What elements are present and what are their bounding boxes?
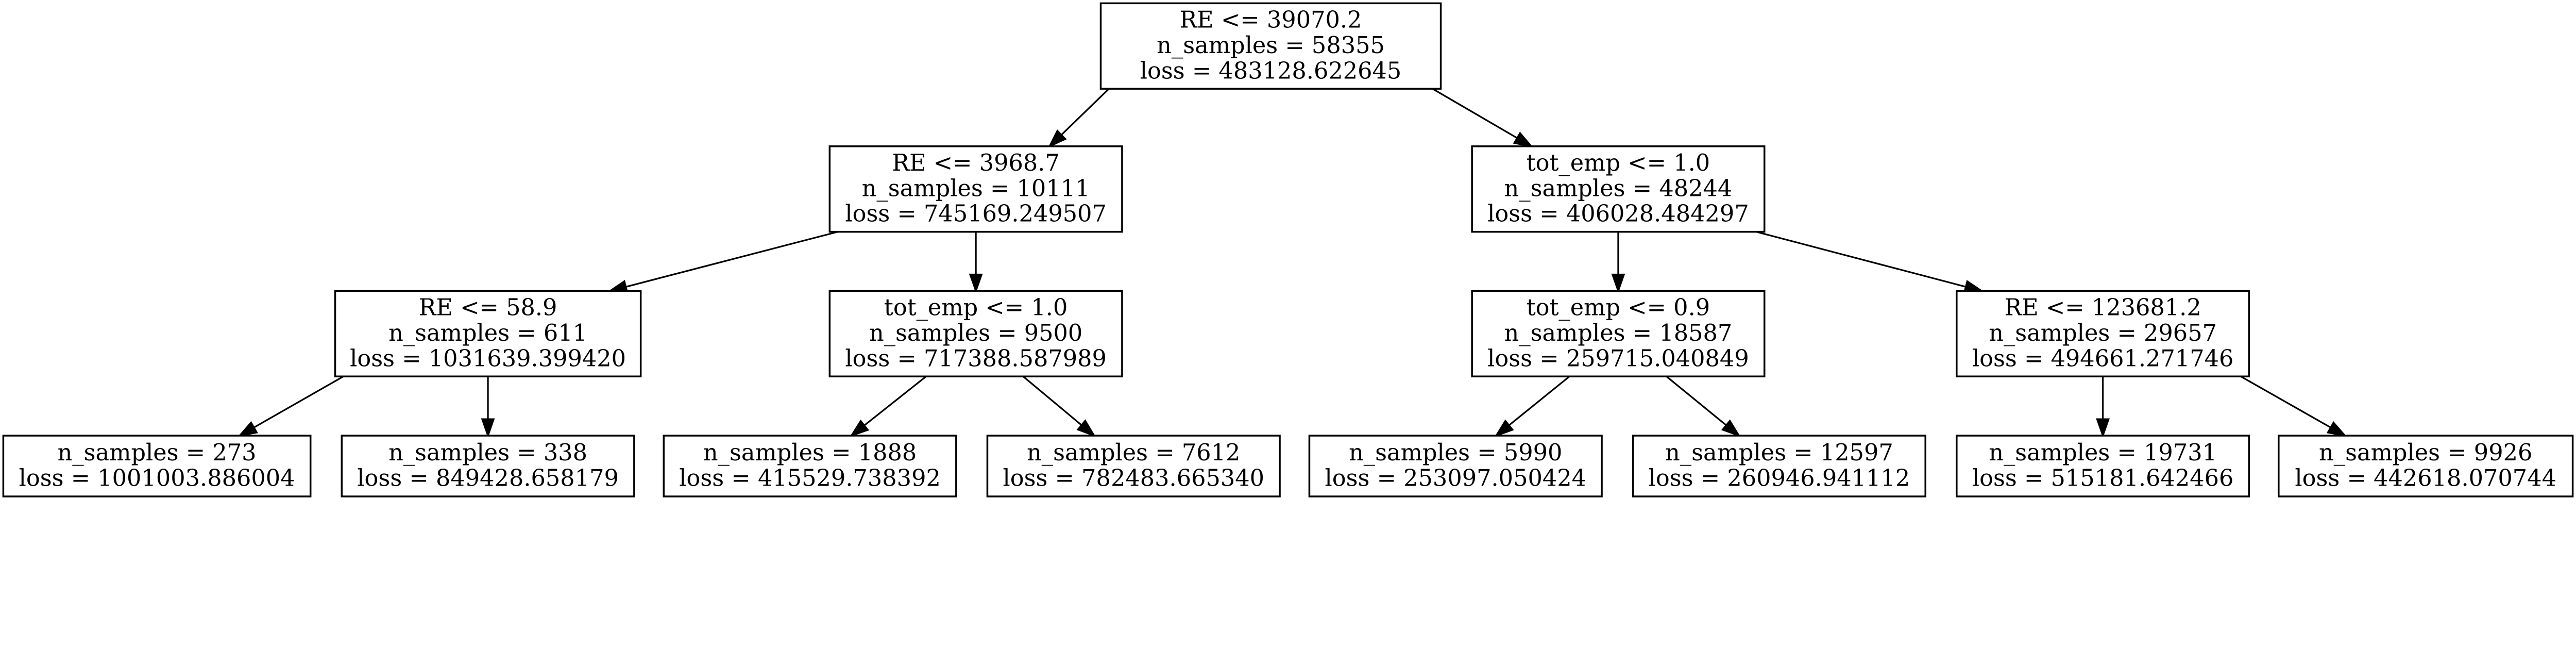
node-box [2,435,312,497]
node-box [1632,435,1926,497]
edge-line [1508,375,1570,426]
node-samples: n_samples = 9500 [869,320,1082,346]
node-loss: loss = 260946.941112 [1649,464,1910,491]
arrowhead-icon [1047,129,1067,148]
node-box [828,290,1123,377]
arrowhead-icon [1494,419,1514,438]
arrowhead-icon [2096,418,2110,438]
arrowhead-icon [1611,273,1625,294]
node-samples: n_samples = 29657 [1989,320,2217,346]
node-samples: n_samples = 58355 [1157,32,1385,59]
node-box [828,145,1123,233]
node-samples: n_samples = 18587 [1504,320,1733,346]
arrowhead-icon [969,273,983,294]
arrowhead-icon [1076,419,1096,438]
edge-line [1756,231,1967,288]
node-box [1956,290,2250,377]
node-loss: loss = 782483.665340 [1003,464,1264,491]
node-samples: n_samples = 12597 [1665,439,1893,466]
node-loss: loss = 483128.622645 [1140,57,1402,84]
node-samples: n_samples = 48244 [1504,175,1733,202]
edge-line [625,231,838,288]
node-condition: RE <= 58.9 [419,294,557,321]
node-loss: loss = 415529.738392 [679,464,941,491]
node-condition: tot_emp <= 1.0 [884,294,1067,321]
node-condition: RE <= 3968.7 [892,150,1059,176]
node-loss: loss = 442618.070744 [2295,464,2556,491]
edge-line [253,375,344,428]
node-box [1956,435,2250,497]
node-samples: n_samples = 611 [388,320,587,346]
node-box [986,435,1281,497]
node-condition: tot_emp <= 0.9 [1527,294,1710,321]
node-loss: loss = 717388.587989 [845,345,1107,372]
arrowhead-icon [481,418,495,438]
node-loss: loss = 253097.050424 [1325,464,1586,491]
node-loss: loss = 849428.658179 [357,464,619,491]
arrowhead-icon [237,421,258,437]
node-box [1471,145,1766,233]
edge-line [2240,375,2331,428]
edge-line [1666,375,1727,426]
node-loss: loss = 259715.040849 [1487,345,1749,372]
node-box [334,290,642,377]
node-loss: loss = 1001003.886004 [19,464,295,491]
edges-layer [237,88,2347,438]
node-samples: n_samples = 338 [388,439,587,466]
node-samples: n_samples = 10111 [862,175,1090,202]
node-samples: n_samples = 7612 [1027,439,1240,466]
node-box [341,435,635,497]
node-loss: loss = 494661.271746 [1972,345,2234,372]
node-condition: tot_emp <= 1.0 [1527,150,1710,176]
node-samples: n_samples = 9926 [2319,439,2532,466]
arrowhead-icon [849,419,870,438]
arrowhead-icon [1721,419,1741,438]
node-loss: loss = 406028.484297 [1487,201,1749,227]
edge-line [1432,88,1518,139]
node-loss: loss = 1031639.399420 [350,345,626,372]
arrowhead-icon [1513,131,1534,148]
node-box [1099,2,1442,90]
node-box [1308,435,1603,497]
node-loss: loss = 745169.249507 [845,201,1107,227]
node-box [663,435,957,497]
edge-line [863,375,927,426]
node-samples: n_samples = 273 [58,439,257,466]
node-samples: n_samples = 19731 [1989,439,2217,466]
node-box [1471,290,1766,377]
edge-line [1022,375,1082,426]
arrowhead-icon [2326,421,2347,437]
node-samples: n_samples = 1888 [703,439,917,466]
node-loss: loss = 515181.642466 [1972,464,2234,491]
node-box [2278,435,2574,497]
edge-line [1061,88,1110,136]
node-condition: RE <= 39070.2 [1180,6,1362,33]
node-condition: RE <= 123681.2 [2004,294,2201,321]
node-samples: n_samples = 5990 [1349,439,1562,466]
